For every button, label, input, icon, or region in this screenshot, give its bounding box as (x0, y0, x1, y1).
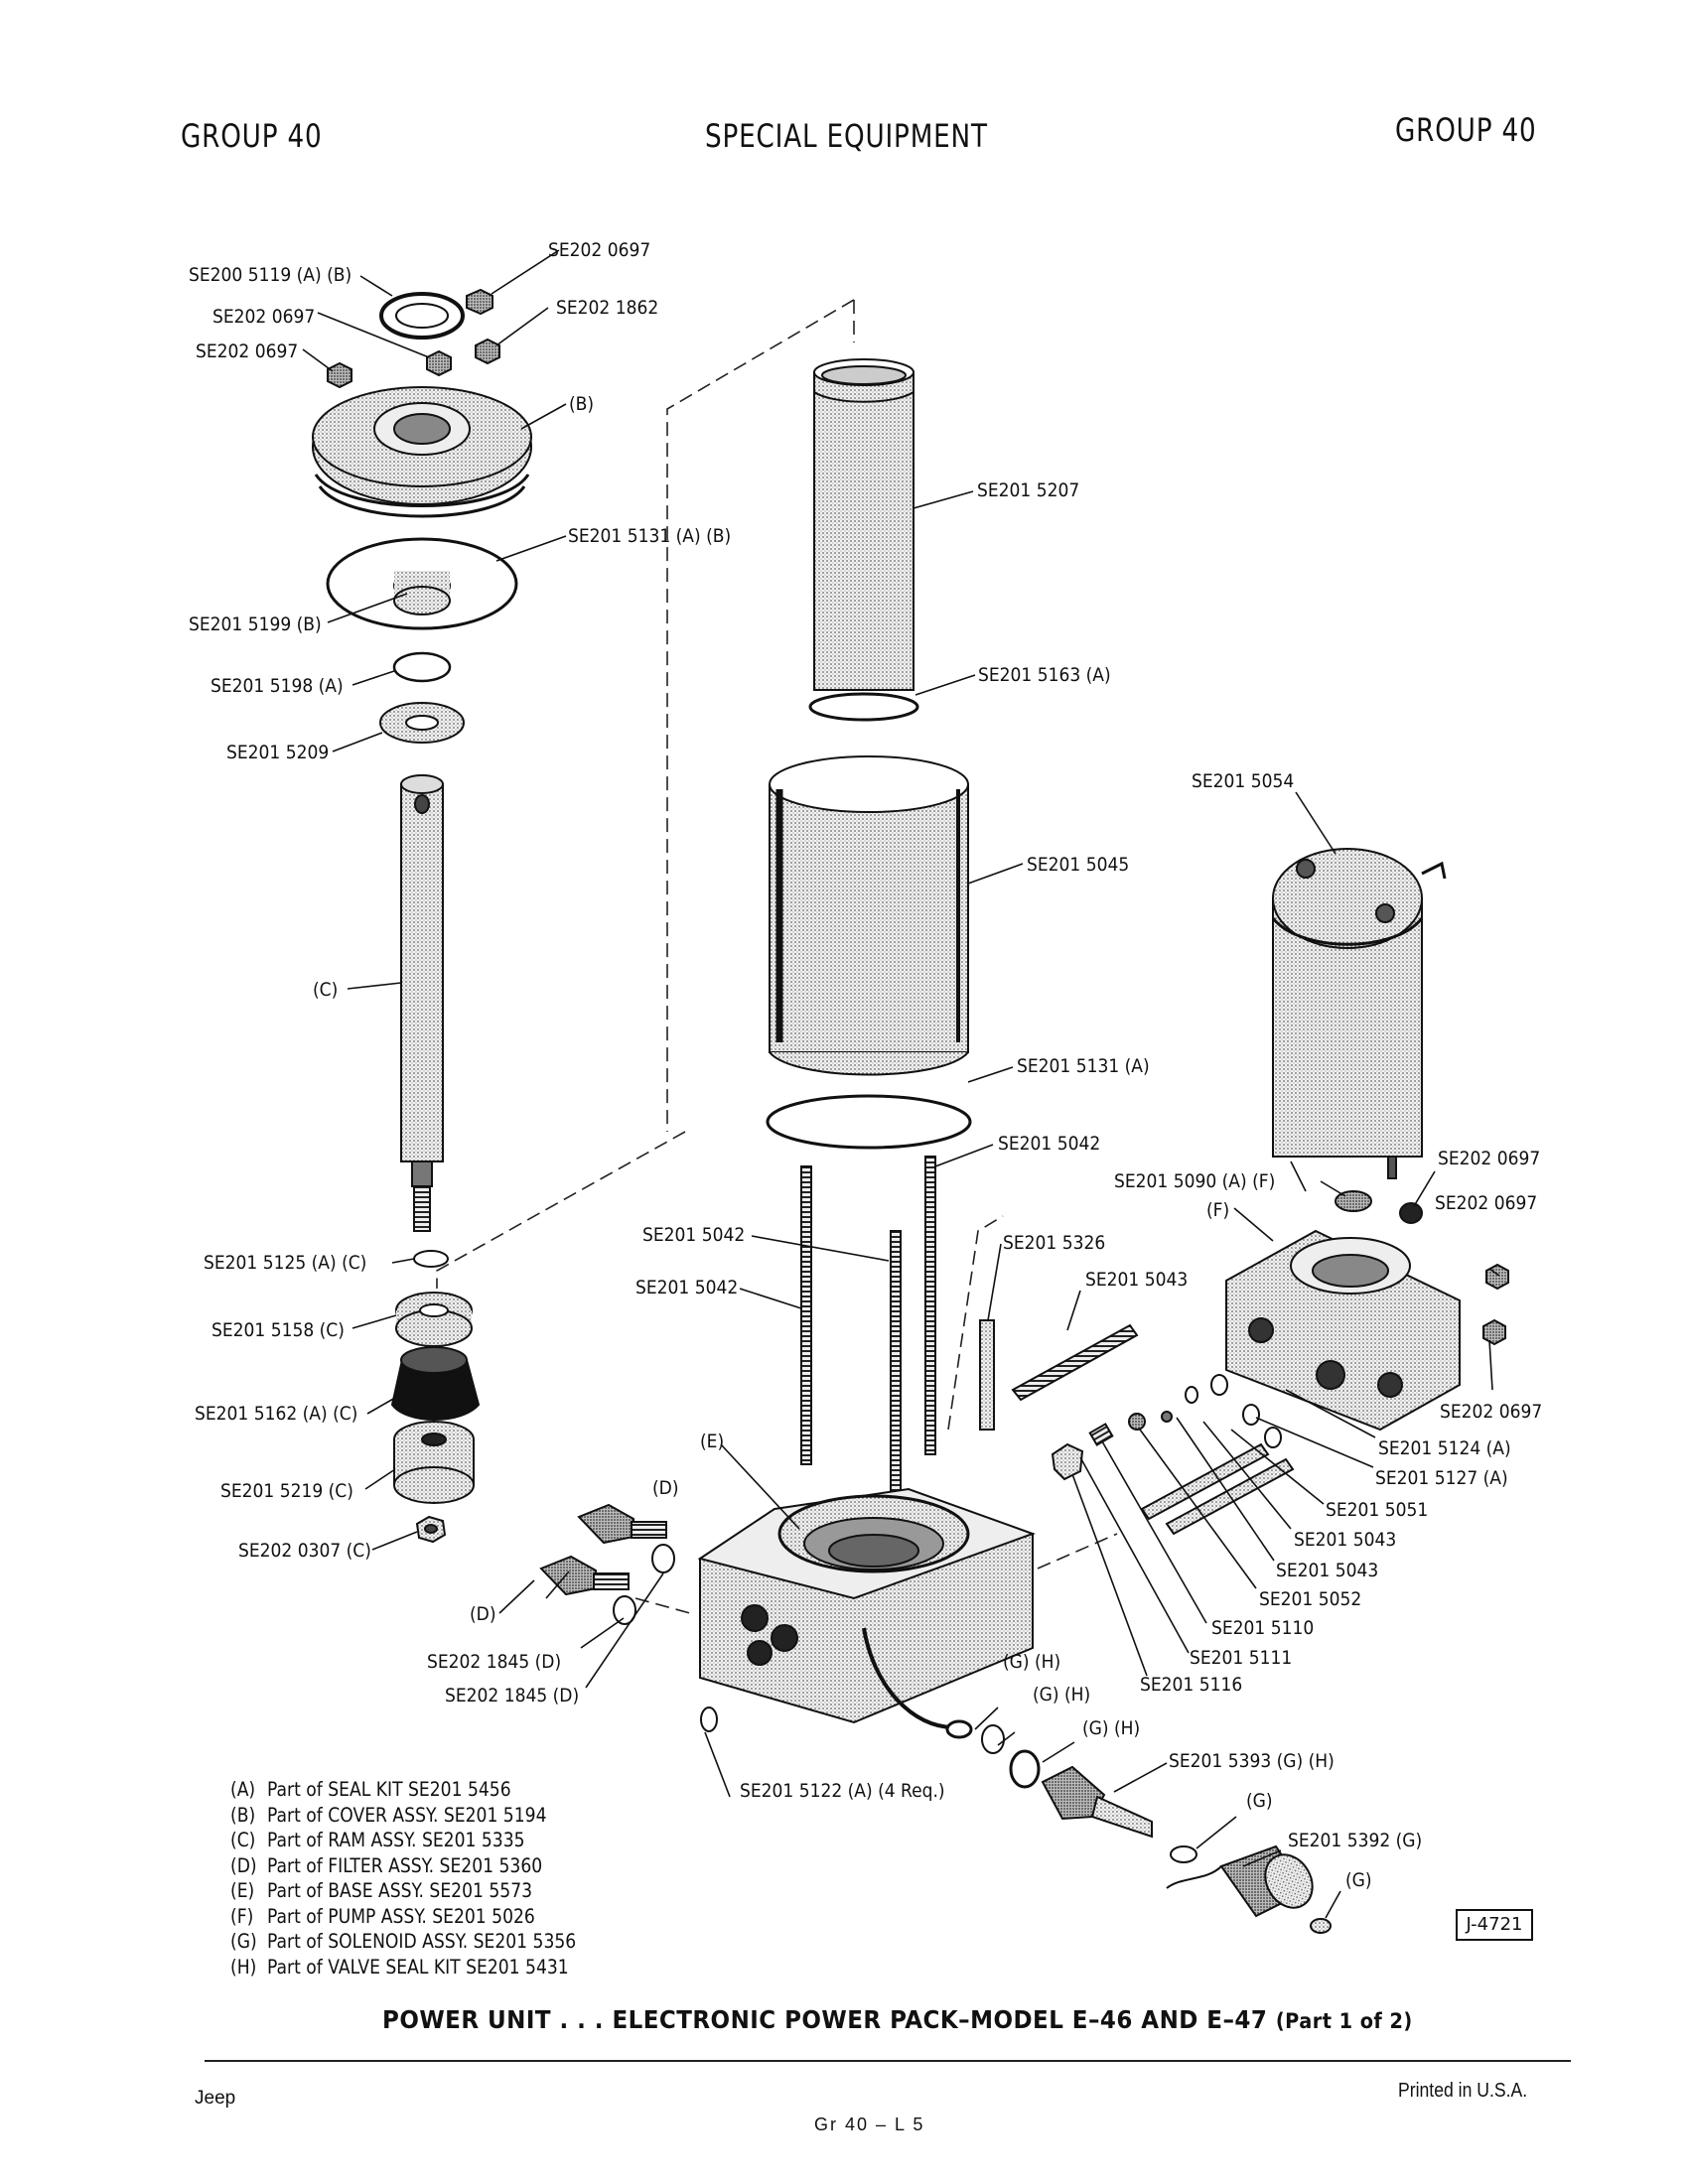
callout-leader-lines (302, 249, 1500, 1919)
legend-item: (G)Part of SOLENOID ASSY. SE201 5356 (230, 1930, 577, 1953)
callout-label: SE201 5199 (B) (189, 614, 322, 635)
callout-label: (G) (H) (1082, 1717, 1140, 1739)
figure-reference-box: J-4721 (1456, 1909, 1533, 1941)
callout-label: SE201 5131 (A) (B) (568, 525, 731, 547)
callout-label: (F) (1206, 1199, 1229, 1221)
callout-label: SE201 5111 (1190, 1647, 1292, 1669)
callout-label: SE201 5042 (642, 1224, 745, 1246)
callout-label: SE201 5209 (226, 742, 329, 763)
legend-item: (E)Part of BASE ASSY. SE201 5573 (230, 1879, 533, 1902)
callout-label: SE201 5162 (A) (C) (195, 1403, 357, 1425)
callout-label: (C) (313, 979, 338, 1001)
callout-label: SE201 5392 (G) (1288, 1830, 1422, 1851)
callout-label: SE202 0697 (1435, 1192, 1537, 1214)
callout-label: SE202 0697 (1440, 1401, 1542, 1423)
legend-item: (D)Part of FILTER ASSY. SE201 5360 (230, 1853, 543, 1877)
callout-label: (G) (H) (1033, 1684, 1090, 1706)
legend-item: (A)Part of SEAL KIT SE201 5456 (230, 1778, 511, 1801)
legend-item: (F)Part of PUMP ASSY. SE201 5026 (230, 1904, 535, 1928)
legend-item: (H)Part of VALVE SEAL KIT SE201 5431 (230, 1955, 569, 1979)
callout-label: SE201 5163 (A) (978, 664, 1111, 686)
callout-label: SE200 5119 (A) (B) (189, 264, 352, 286)
callout-label: (B) (569, 393, 594, 415)
figure-caption: POWER UNIT . . . ELECTRONIC POWER PACK–M… (382, 2005, 1413, 2034)
callout-label: SE202 0697 (196, 341, 298, 362)
callout-label: SE201 5110 (1211, 1617, 1314, 1639)
callout-label: SE202 1862 (556, 297, 658, 319)
callout-label: SE201 5045 (1027, 854, 1129, 876)
callout-label: SE201 5043 (1085, 1269, 1188, 1291)
callout-label: SE202 0697 (1438, 1148, 1540, 1169)
callout-label: SE201 5043 (1276, 1560, 1378, 1581)
callout-label: SE201 5124 (A) (1378, 1437, 1511, 1459)
footer-brand: Jeep (195, 2088, 236, 2109)
page-number: Gr 40 – L 5 (814, 2115, 925, 2134)
callout-label: (D) (470, 1603, 496, 1625)
caption-main: POWER UNIT . . . ELECTRONIC POWER PACK–M… (382, 2005, 1268, 2034)
callout-label: SE201 5125 (A) (C) (204, 1252, 366, 1274)
header-group-right: GROUP 40 (1395, 111, 1537, 149)
callout-label: SE201 5326 (1003, 1232, 1105, 1254)
ram-assembly (390, 774, 481, 1544)
footer-divider (205, 2060, 1571, 2062)
callout-label: SE202 0697 (548, 239, 650, 261)
motor-pump-assembly (945, 848, 1509, 1934)
cylinder-assembly (766, 358, 995, 1520)
callout-label: SE201 5127 (A) (1375, 1467, 1508, 1489)
callout-label: SE201 5054 (1192, 770, 1294, 792)
callout-label: (G) (1246, 1790, 1273, 1812)
callout-label: SE201 5116 (1140, 1674, 1242, 1696)
callout-label: SE201 5122 (A) (4 Req.) (740, 1780, 945, 1802)
callout-label: SE201 5131 (A) (1017, 1055, 1150, 1077)
callout-label: SE201 5043 (1294, 1529, 1396, 1551)
callout-label: SE201 5052 (1259, 1588, 1361, 1610)
callout-label: SE202 1845 (D) (445, 1685, 579, 1706)
callout-label: SE201 5090 (A) (F) (1114, 1170, 1275, 1192)
callout-label: SE201 5051 (1326, 1499, 1428, 1521)
legend-item: (B)Part of COVER ASSY. SE201 5194 (230, 1803, 547, 1827)
base-assembly (539, 1487, 1036, 1732)
callout-label: (G) (H) (1003, 1651, 1060, 1673)
callout-label: SE202 0697 (212, 306, 315, 328)
callout-label: SE202 1845 (D) (427, 1651, 561, 1673)
header-title: SPECIAL EQUIPMENT (705, 117, 988, 155)
legend-item: (C)Part of RAM ASSY. SE201 5335 (230, 1829, 525, 1851)
callout-label: SE202 0307 (C) (238, 1540, 371, 1562)
callout-label: SE201 5207 (977, 479, 1079, 501)
footer-printed: Printed in U.S.A. (1398, 2080, 1528, 2102)
callout-label: SE201 5198 (A) (211, 675, 344, 697)
legend: (A)Part of SEAL KIT SE201 5456 (B)Part o… (230, 1777, 576, 1979)
cover-assembly (312, 288, 532, 744)
callout-label: SE201 5158 (C) (211, 1319, 345, 1341)
callout-label: SE201 5042 (635, 1277, 738, 1298)
callout-label: SE201 5219 (C) (220, 1480, 353, 1502)
callout-label: (E) (700, 1431, 724, 1452)
header-group-left: GROUP 40 (181, 117, 323, 155)
caption-part: (Part 1 of 2) (1275, 2009, 1413, 2033)
callout-label: SE201 5393 (G) (H) (1169, 1750, 1335, 1772)
callout-label: (D) (652, 1477, 679, 1499)
callout-labels: SE200 5119 (A) (B) SE202 0697 SE202 1862… (189, 239, 1542, 1891)
callout-label: (G) (1345, 1869, 1372, 1891)
callout-label: SE201 5042 (998, 1133, 1100, 1155)
